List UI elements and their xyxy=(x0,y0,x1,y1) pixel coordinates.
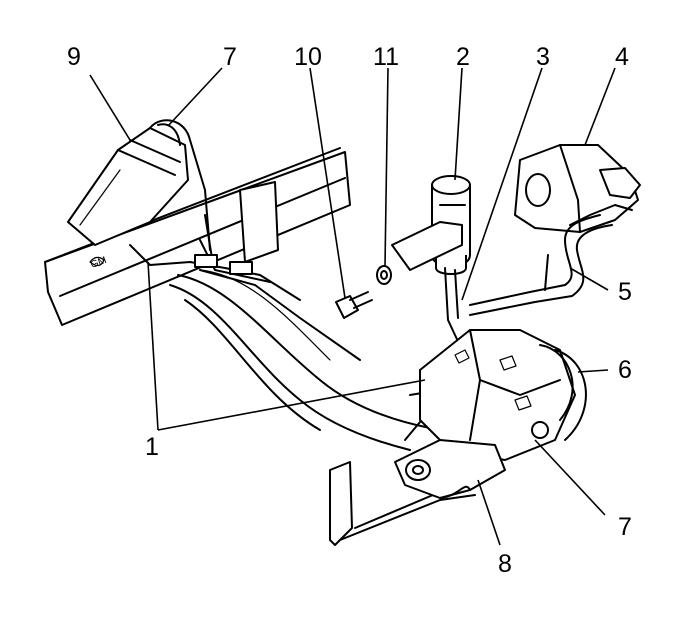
callout-7-lower: 7 xyxy=(618,513,632,541)
callout-2: 2 xyxy=(456,43,470,71)
component-8-bracket xyxy=(394,439,506,499)
frame-rail-tag: GM xyxy=(89,255,108,271)
leader-lines xyxy=(89,67,616,546)
component-9-housing xyxy=(67,119,211,251)
callout-7-upper: 7 xyxy=(223,43,237,71)
callout-11: 11 xyxy=(373,43,399,71)
crossmember-bracket xyxy=(169,269,476,546)
callout-3: 3 xyxy=(536,43,550,71)
callout-8: 8 xyxy=(498,550,512,578)
callout-4: 4 xyxy=(615,43,629,71)
callout-9: 9 xyxy=(67,43,81,71)
callout-labels: 9 7 10 11 2 3 4 5 6 1 7 8 xyxy=(67,43,632,578)
component-10-bolt xyxy=(335,291,373,319)
component-5-hose xyxy=(469,214,613,316)
callout-5: 5 xyxy=(618,278,632,306)
component-4-pump-motor xyxy=(514,144,641,233)
component-6-modulator xyxy=(419,329,587,461)
callout-6: 6 xyxy=(618,356,632,384)
callout-10: 10 xyxy=(294,43,322,71)
component-2-accumulator xyxy=(391,175,471,351)
callout-1: 1 xyxy=(145,433,159,461)
component-11-washer xyxy=(376,265,392,285)
